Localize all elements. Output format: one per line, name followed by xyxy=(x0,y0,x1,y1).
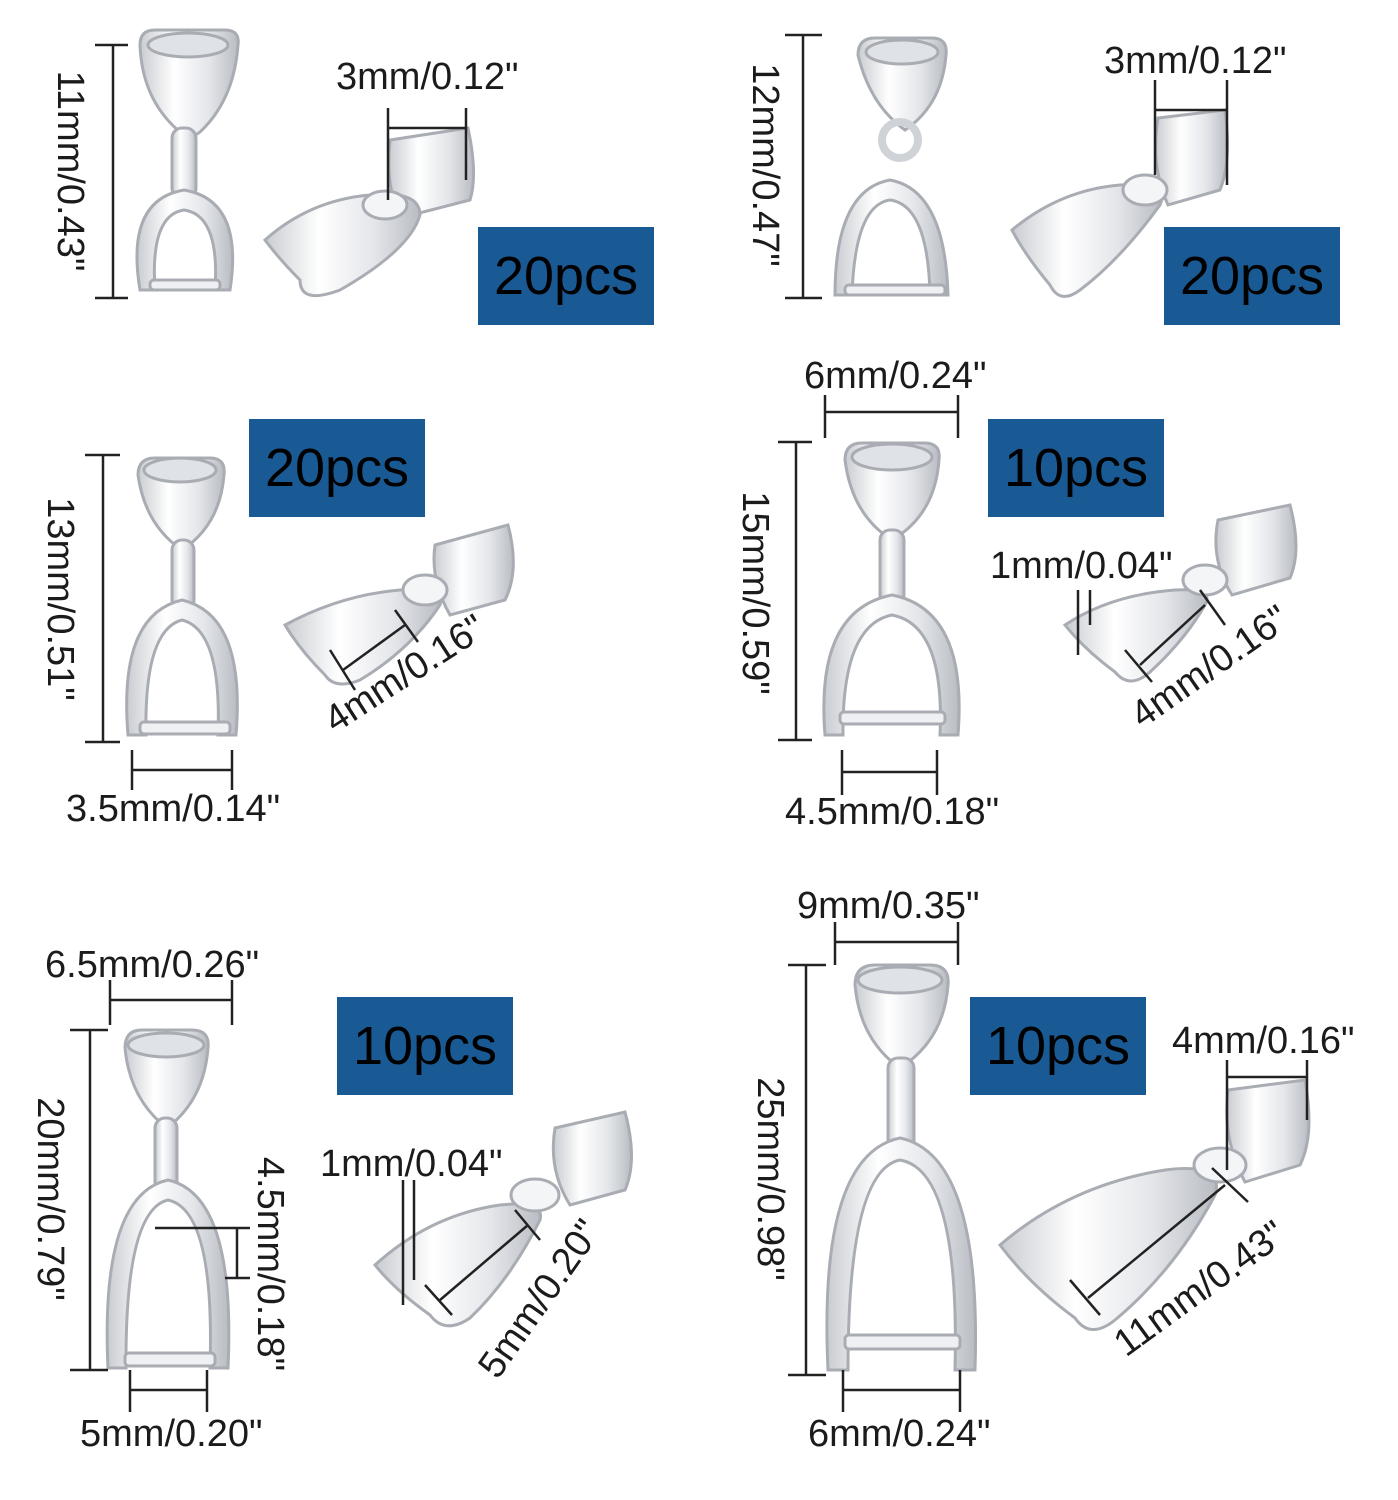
panel-5-side-ring xyxy=(509,1177,561,1213)
panel-6-width-label: 6mm/0.24" xyxy=(808,1413,991,1455)
quantity-badge-panel-3: 20pcs xyxy=(249,419,425,517)
panel-6-side-body xyxy=(997,1166,1218,1331)
panel-5-tip xyxy=(123,1351,217,1368)
panel-1-loop-opening xyxy=(146,31,230,59)
panel-4-side-bail xyxy=(1062,503,1298,683)
panel-1-front-bail xyxy=(135,28,240,292)
panel-3-tip xyxy=(138,720,232,736)
panel-3-loop-opening xyxy=(142,456,218,484)
panel-4-top-label: 6mm/0.24" xyxy=(804,355,987,397)
quantity-badge-panel-1: 20pcs xyxy=(478,227,654,325)
panel-1-tip xyxy=(148,278,222,292)
panel-2-dimension-lines xyxy=(785,33,1229,300)
panel-2-opening-label: 3mm/0.12" xyxy=(1104,40,1287,82)
panel-4-gap-label: 1mm/0.04" xyxy=(990,545,1173,587)
panel-3-side-bail xyxy=(282,523,515,686)
panel-6-loop-opening xyxy=(856,965,944,995)
panel-3-height-label: 13mm/0.51" xyxy=(39,497,81,701)
panel-5-height-label: 20mm/0.79" xyxy=(29,1097,71,1301)
panel-2-tip xyxy=(843,283,947,297)
quantity-badge-panel-5: 10pcs xyxy=(337,997,513,1095)
panel-4-width-label: 4.5mm/0.18" xyxy=(785,791,1000,833)
quantity-badge-panel-4: 10pcs xyxy=(988,419,1164,517)
panel-4-front-bail xyxy=(822,441,961,737)
panel-6-prong xyxy=(825,1136,978,1372)
panel-3-side-ring xyxy=(401,573,449,607)
panel-1-prong xyxy=(135,188,235,292)
panel-6-front-bail xyxy=(825,963,978,1372)
panel-4-prong xyxy=(822,593,961,737)
panel-6-side-ring xyxy=(1192,1146,1248,1184)
panel-1-side-ring xyxy=(361,189,409,221)
panel-5-gap-label: 1mm/0.04" xyxy=(320,1143,503,1185)
panel-6-tip xyxy=(843,1333,962,1351)
panel-2-height-label: 12mm/0.47" xyxy=(744,63,786,267)
panel-2-ring xyxy=(878,118,922,162)
panel-4-height-label: 15mm/0.59" xyxy=(734,491,776,695)
panel-2-side-body xyxy=(1010,183,1163,298)
panel-5-side-bail xyxy=(372,1110,633,1328)
panel-5-front-bail xyxy=(105,1028,231,1370)
panel-1-loop xyxy=(138,28,240,138)
panel-6-dimension-lines xyxy=(788,922,1309,1412)
panel-2-side-ring xyxy=(1121,173,1169,207)
panel-6-opening-label: 4mm/0.16" xyxy=(1172,1020,1355,1062)
panel-3-front-bail xyxy=(125,456,239,737)
panel-5-inner-label: 4.5mm/0.18" xyxy=(249,1156,291,1372)
panel-4-loop-opening xyxy=(850,442,934,472)
panel-6-side-bail xyxy=(997,1078,1311,1331)
panel-4-tip xyxy=(838,710,947,726)
panel-2-side-bail xyxy=(1010,108,1230,298)
panel-2-front-bail xyxy=(833,36,950,297)
panel-5-prong xyxy=(105,1178,231,1370)
panel-3-dimension-lines xyxy=(85,453,420,790)
panel-2-prong xyxy=(833,178,950,297)
panel-4-dimension-lines xyxy=(778,395,1227,795)
panel-6-top-label: 9mm/0.35" xyxy=(797,885,980,927)
panel-5-top-label: 6.5mm/0.26" xyxy=(45,944,260,986)
panel-1-height-label: 11mm/0.43" xyxy=(49,70,91,272)
quantity-badge-panel-2: 20pcs xyxy=(1164,227,1340,325)
panel-3-side-loop xyxy=(432,523,515,617)
panel-5-side-body xyxy=(372,1202,542,1328)
panel-2-loop-opening xyxy=(864,38,940,66)
panel-5-dimension-lines xyxy=(70,980,541,1412)
panel-4-side-ring xyxy=(1181,563,1229,597)
panel-5-side-loop xyxy=(551,1110,633,1207)
panel-4-side-loop xyxy=(1214,503,1298,597)
panel-1-side-bail xyxy=(262,126,476,298)
panel-6-height-label: 25mm/0.98" xyxy=(749,1077,791,1281)
panel-3-side-body xyxy=(282,588,442,686)
panel-5-loop-opening xyxy=(126,1031,206,1059)
panel-5-width-label: 5mm/0.20" xyxy=(80,1413,263,1455)
quantity-badge-panel-6: 10pcs xyxy=(970,997,1146,1095)
panel-1-opening-label: 3mm/0.12" xyxy=(336,56,519,98)
panel-1-dimension-lines xyxy=(95,43,468,300)
panel-4-side-body xyxy=(1062,588,1209,683)
panel-1-stem xyxy=(170,126,198,200)
panel-3-prong xyxy=(125,598,239,737)
panel-3-width-label: 3.5mm/0.14" xyxy=(66,788,281,830)
